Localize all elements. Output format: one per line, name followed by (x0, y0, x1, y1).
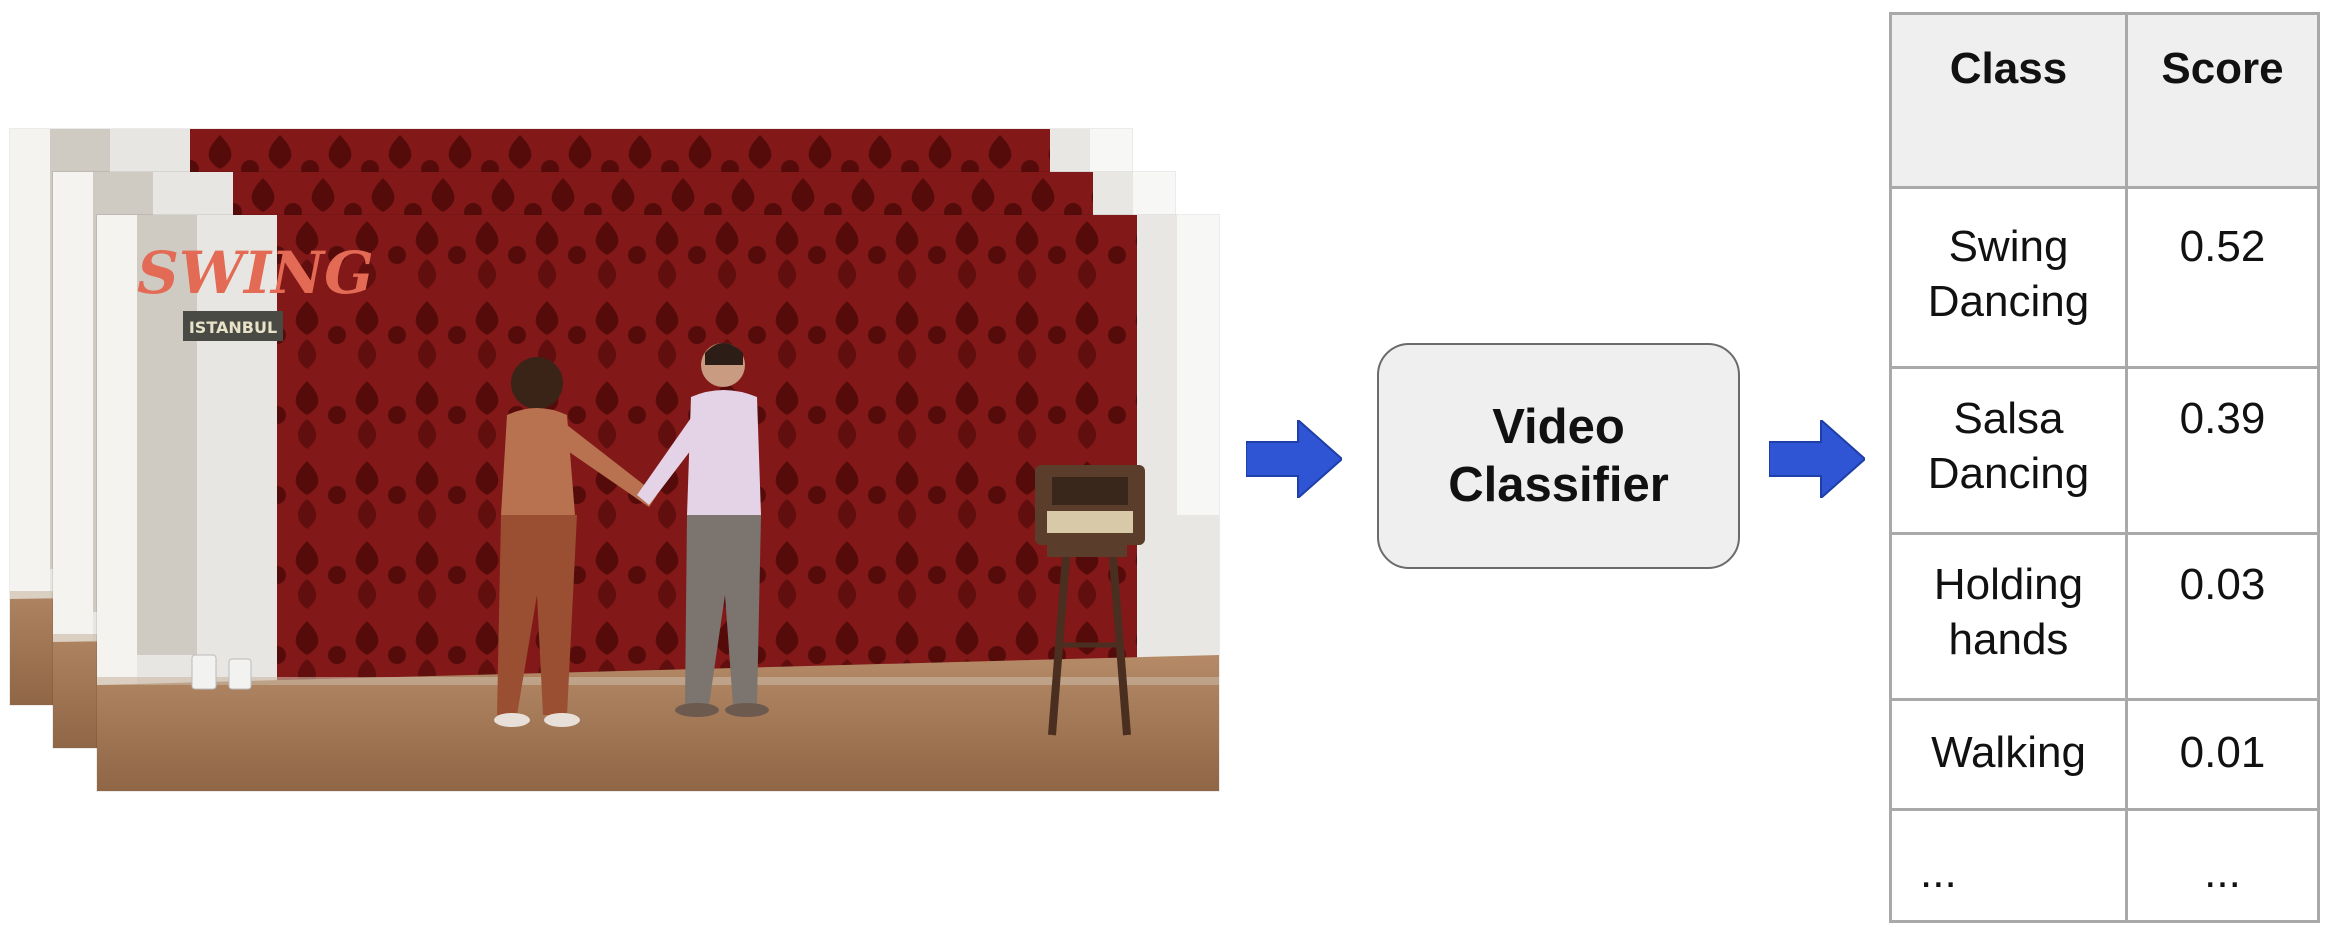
score-cell: 0.03 (2125, 532, 2320, 701)
table-row: Holding hands 0.03 (1889, 532, 2320, 701)
video-frame-front: SWING ISTANBUL (97, 215, 1219, 791)
header-class: Class (1889, 12, 2128, 189)
class-cell: ... (1889, 808, 2128, 923)
arrow-to-classifier-icon (1246, 420, 1342, 498)
class-cell: Walking (1889, 698, 2128, 811)
class-score-table: Class Score Swing Dancing 0.52 Salsa Dan… (1889, 12, 2320, 923)
video-frame-front-image: SWING ISTANBUL (97, 215, 1219, 791)
table-row: Walking 0.01 (1889, 698, 2320, 811)
logo-subtitle: ISTANBUL (189, 318, 277, 337)
swing-istanbul-logo: SWING ISTANBUL (137, 239, 374, 341)
header-score: Score (2125, 12, 2320, 189)
class-cell: Swing Dancing (1889, 186, 2128, 369)
score-cell: 0.01 (2125, 698, 2320, 811)
class-cell: Holding hands (1889, 532, 2128, 701)
score-cell: 0.52 (2125, 186, 2320, 369)
table-row: Salsa Dancing 0.39 (1889, 366, 2320, 535)
table-header-row: Class Score (1889, 12, 2320, 189)
logo-title: SWING (137, 239, 374, 307)
score-cell: ... (2125, 808, 2320, 923)
table-row: Swing Dancing 0.52 (1889, 186, 2320, 369)
class-cell: Salsa Dancing (1889, 366, 2128, 535)
table-row: ... ... (1889, 808, 2320, 923)
arrow-to-scores-icon (1769, 420, 1865, 498)
video-classifier-label: Video Classifier (1448, 400, 1669, 512)
score-cell: 0.39 (2125, 366, 2320, 535)
video-classifier-box: Video Classifier (1377, 343, 1740, 569)
